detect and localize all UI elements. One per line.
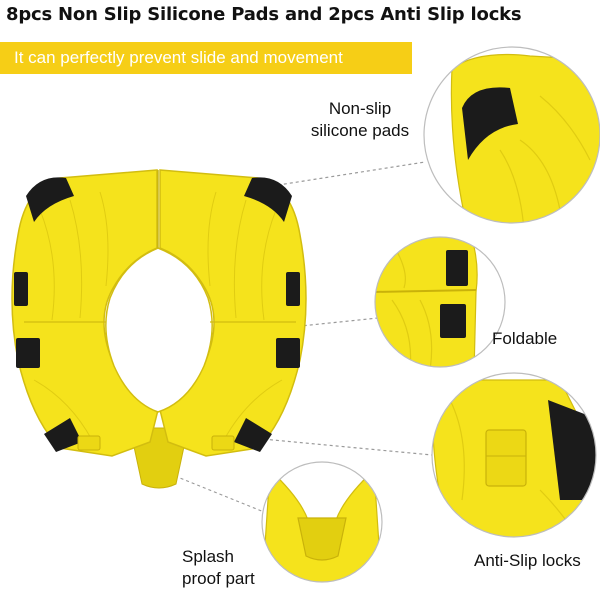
- pad-left-upper: [14, 272, 28, 306]
- connector-splash: [174, 475, 265, 513]
- detail-circle-splash: [261, 461, 383, 583]
- pad-top-left: [26, 177, 74, 222]
- potty-seat: [11, 169, 307, 489]
- detail-circle-foldable: [374, 236, 506, 368]
- pad-top-right: [244, 177, 292, 222]
- label-splash-line1: Splash: [182, 547, 234, 566]
- label-foldable: Foldable: [492, 329, 558, 348]
- zoom-pad-upper: [446, 250, 468, 286]
- zoom-splash-guard: [297, 517, 347, 561]
- label-anti-slip-locks: Anti-Slip locks: [474, 551, 581, 570]
- pad-bottom-left: [44, 418, 82, 452]
- connector-locks: [251, 437, 433, 456]
- label-non-slip-pads: Non-slip silicone pads: [296, 98, 424, 142]
- pad-right-lower: [276, 338, 300, 368]
- zoom-pad-lower: [440, 304, 466, 338]
- pad-bottom-right: [234, 418, 272, 452]
- label-splash-line2: proof part: [182, 569, 255, 588]
- pad-left-lower: [16, 338, 40, 368]
- connector-pads: [271, 161, 426, 187]
- lock-left: [77, 435, 101, 451]
- zoom-pad: [462, 87, 518, 160]
- pad-right-upper: [286, 272, 300, 306]
- product-title: 8pcs Non Slip Silicone Pads and 2pcs Ant…: [6, 4, 522, 25]
- seat-opening: [105, 247, 213, 413]
- label-non-slip-line1: Non-slip: [328, 99, 392, 118]
- detail-circle-pads: [423, 46, 600, 224]
- label-splash-proof: Splash proof part: [182, 546, 255, 590]
- label-non-slip-line2: silicone pads: [310, 121, 410, 140]
- lock-right: [211, 435, 235, 451]
- detail-circle-locks: [431, 372, 597, 538]
- zoom-lock: [485, 429, 527, 487]
- zoom-pad-corner: [548, 400, 596, 500]
- feature-banner: It can perfectly prevent slide and movem…: [0, 42, 412, 74]
